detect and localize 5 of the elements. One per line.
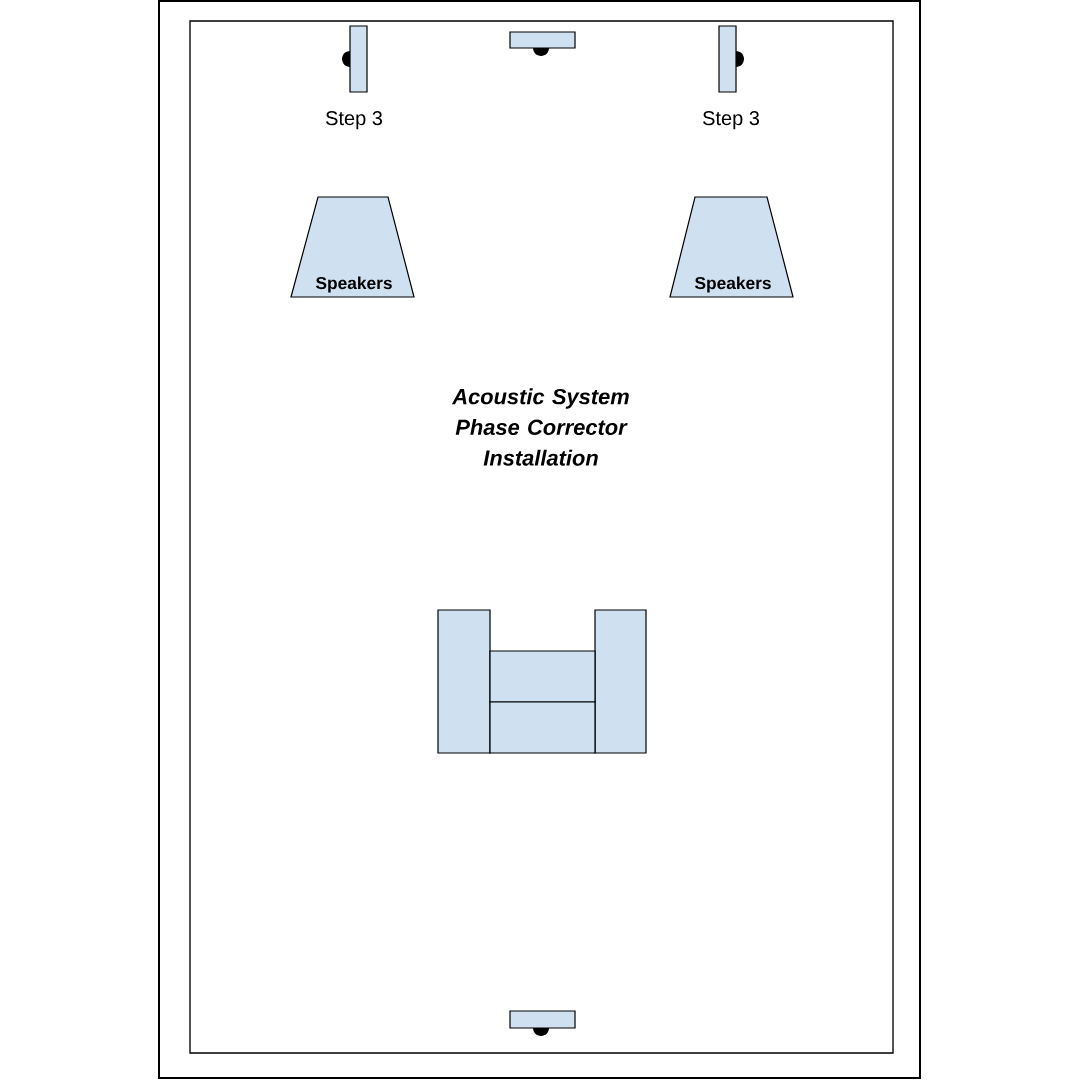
step-label: Step 3	[703, 111, 760, 130]
speaker-box: Speakers	[669, 196, 794, 298]
title: Acoustic System Phase Corrector Installation	[451, 388, 629, 466]
speaker-box: Speakers	[290, 196, 415, 298]
step-label: Step 3	[326, 111, 382, 130]
